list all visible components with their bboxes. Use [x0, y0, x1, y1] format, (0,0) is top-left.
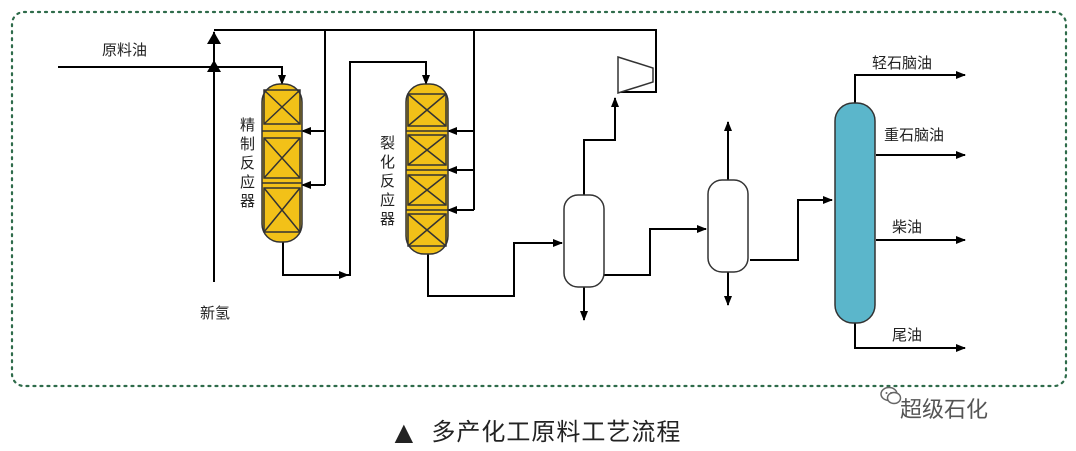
light-naphtha-line: [854, 71, 966, 103]
light-naphtha-label: 轻石脑油: [872, 54, 932, 72]
pipelines: [58, 29, 966, 352]
refining-reactor: [261, 83, 303, 243]
feed-oil-line: [58, 66, 286, 85]
separator2-to-column-line: [750, 196, 833, 261]
low-pressure-separator: [707, 179, 749, 273]
junction-arrow-top: [207, 32, 221, 44]
fractionator-column: [834, 102, 876, 324]
tail-oil-line: [854, 322, 966, 352]
diesel-label: 柴油: [892, 218, 922, 236]
brand-name: 超级石化: [900, 398, 989, 423]
diagram-border: [10, 10, 1068, 388]
heavy-naphtha-label: 重石脑油: [884, 126, 944, 144]
refining-reactor-label: 精制反应器: [240, 116, 255, 210]
junction-arrow: [207, 60, 221, 72]
fresh-hydrogen-label: 新氢: [200, 304, 230, 322]
wechat-icon: [880, 386, 902, 405]
separator1-to-separator2-line: [604, 225, 707, 276]
cracking-reactor-label: 裂化反应器: [380, 134, 395, 228]
separator-overhead-line: [583, 97, 619, 195]
cracking-reactor: [405, 83, 449, 255]
high-pressure-separator: [563, 194, 605, 288]
compressor-icon: [617, 55, 654, 95]
cracking-to-separator-line: [427, 239, 563, 297]
tail-oil-label: 尾油: [892, 326, 922, 344]
recycle-header: [214, 29, 657, 93]
figure-caption: ▲ 多产化工原料工艺流程: [0, 412, 1076, 447]
caption-text: 多产化工原料工艺流程: [431, 418, 682, 446]
refining-to-cracking-line: [282, 61, 430, 276]
feed-oil-label: 原料油: [102, 41, 147, 59]
caption-marker: ▲: [394, 418, 415, 446]
